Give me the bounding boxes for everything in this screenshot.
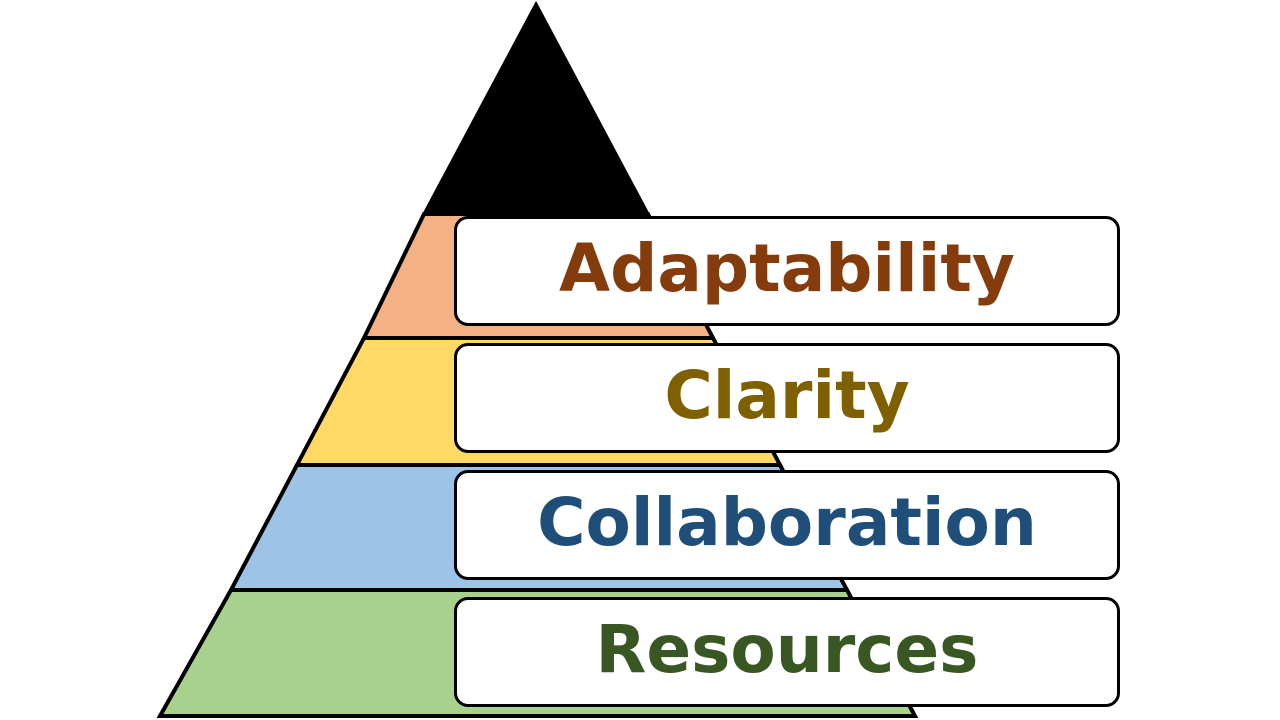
level-label-clarity: Clarity — [664, 357, 910, 434]
level-label-resources: Resources — [595, 611, 979, 688]
level-label-collaboration: Collaboration — [537, 484, 1037, 561]
level-label-adaptability: Adaptability — [559, 230, 1015, 307]
label-box-clarity: Clarity — [454, 343, 1120, 453]
pyramid-apex — [421, 0, 651, 216]
label-box-resources: Resources — [454, 597, 1120, 707]
label-box-collaboration: Collaboration — [454, 470, 1120, 580]
label-box-adaptability: Adaptability — [454, 216, 1120, 326]
